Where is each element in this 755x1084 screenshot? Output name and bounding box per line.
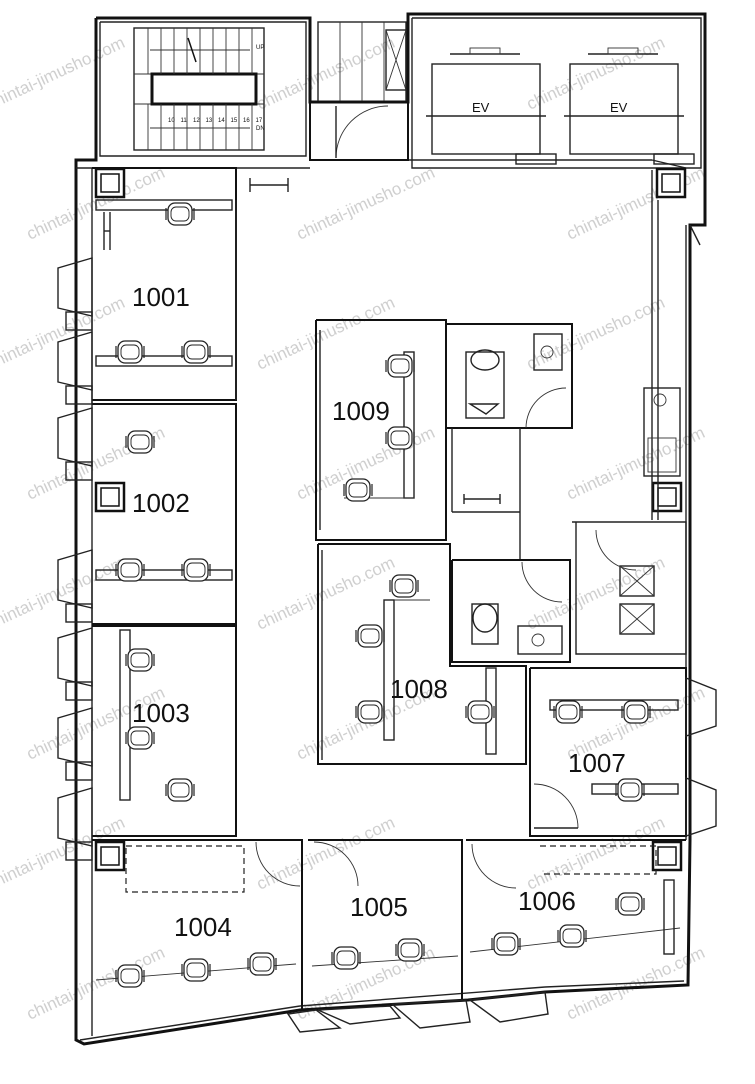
stair-step-number: 12: [193, 118, 200, 124]
stair-step-number: 15: [231, 118, 238, 124]
right-corridor: [643, 170, 701, 520]
room-1006: [466, 839, 686, 956]
stair-step-number: 13: [206, 118, 213, 124]
window-mullion: [65, 311, 93, 331]
room-1004-label: 1004: [174, 912, 232, 942]
window-bay: [57, 549, 93, 609]
watermark-text: chintai-jimusho.com: [524, 293, 668, 374]
stair-step-number: 16: [243, 118, 250, 124]
left-window-bays: [57, 257, 93, 861]
window-mullion: [65, 681, 93, 701]
stair-step-numbers: 10 11 12 13 14 15 16 17: [168, 118, 263, 124]
watermark-text: chintai-jimusho.com: [254, 813, 398, 894]
window-mullion: [65, 461, 93, 481]
watermark-text: chintai-jimusho.com: [0, 553, 128, 634]
watermark-text: chintai-jimusho.com: [0, 33, 128, 114]
window-bay: [57, 257, 93, 317]
room-1003-label: 1003: [132, 698, 190, 728]
elevator-1-label: EV: [472, 100, 490, 115]
stair-step-number: 10: [168, 118, 175, 124]
core-area: [309, 21, 409, 161]
bottom-window-bays: [286, 991, 549, 1033]
stair-step-number: 17: [256, 118, 263, 124]
room-1009: [315, 319, 447, 541]
room-1004: [92, 839, 303, 1010]
window-bay: [57, 407, 93, 467]
watermark-text: chintai-jimusho.com: [0, 293, 128, 374]
room-1005-label: 1005: [350, 892, 408, 922]
watermark-text: chintai-jimusho.com: [524, 553, 668, 634]
room-1008: [317, 543, 527, 765]
stair-step-number: 11: [181, 118, 188, 124]
window-bay: [57, 707, 93, 767]
window-bay: [57, 627, 93, 687]
right-window-bays: [685, 676, 717, 837]
room-1007-label: 1007: [568, 748, 626, 778]
room-1002-label: 1002: [132, 488, 190, 518]
room-1001-label: 1001: [132, 282, 190, 312]
window-bay: [57, 331, 93, 391]
window-mullion: [65, 603, 93, 623]
window-bay: [57, 787, 93, 847]
watermark-text: chintai-jimusho.com: [294, 163, 438, 244]
restrooms: [446, 323, 573, 663]
staircase: UP DN 10 11 12 13 14 15 16 17: [133, 27, 265, 151]
watermark-text: chintai-jimusho.com: [524, 813, 668, 894]
ps-block: [572, 521, 687, 655]
elevator-2-label: EV: [610, 100, 628, 115]
room-1007: [529, 667, 687, 837]
room-1005: [308, 839, 463, 1000]
watermark-text: chintai-jimusho.com: [24, 943, 168, 1024]
stair-step-number: 14: [218, 118, 225, 124]
room-1009-label: 1009: [332, 396, 390, 426]
elevator-block: EV EV: [426, 47, 695, 165]
room-1001: [92, 167, 289, 401]
watermark-text: chintai-jimusho.com: [254, 553, 398, 634]
watermark-text: chintai-jimusho.com: [524, 33, 668, 114]
room-1003: [92, 625, 237, 837]
room-1002: [92, 403, 237, 625]
room-labels: 1001 1002 1003 1004 1005 1006 1007 1008 …: [132, 282, 626, 942]
window-mullion: [65, 761, 93, 781]
room-1006-label: 1006: [518, 886, 576, 916]
window-mullion: [65, 385, 93, 405]
stair-down-mark: DN: [256, 126, 265, 132]
stair-up-mark: UP: [256, 45, 264, 51]
watermark-text: chintai-jimusho.com: [254, 293, 398, 374]
window-mullion: [65, 841, 93, 861]
room-1008-label: 1008: [390, 674, 448, 704]
